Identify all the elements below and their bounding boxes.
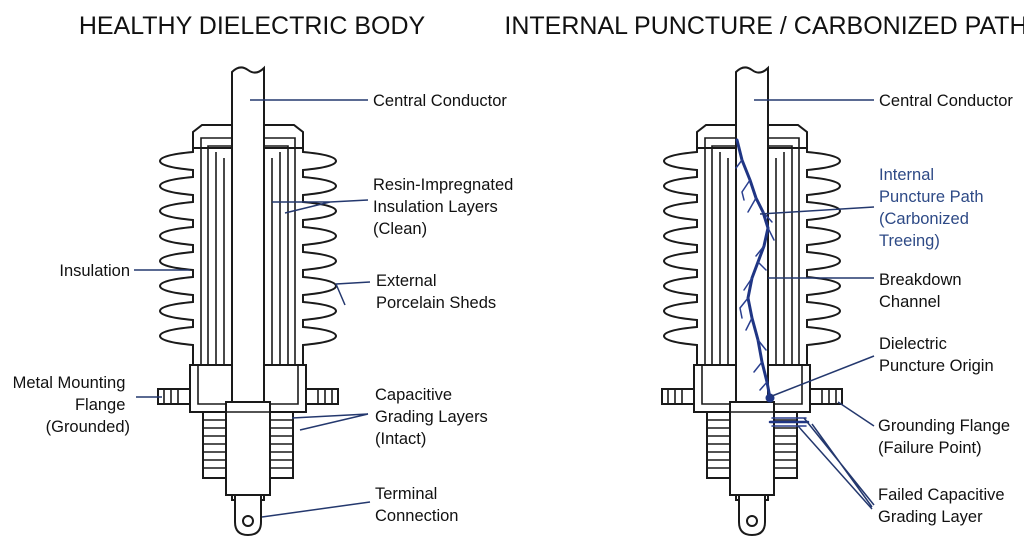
failed-panel: INTERNAL PUNCTURE / CARBONIZED PATH Cent… (504, 12, 1024, 536)
leader-lines-healthy (134, 99, 371, 518)
puncture-path (735, 138, 810, 427)
label-porcelain-sheds: External Porcelain Sheds (376, 272, 496, 312)
label-grounding-flange: Grounding Flange (Failure Point) (878, 417, 1015, 457)
leader-lines-failed (754, 99, 875, 510)
label-central-conductor: Central Conductor (373, 92, 507, 110)
healthy-panel: HEALTHY DIELECTRIC BODY Central Conducto… (13, 12, 518, 536)
label-insulation: Insulation (59, 262, 130, 280)
failed-bushing (661, 66, 843, 536)
healthy-bushing (157, 66, 339, 536)
label-grading-layers: Capacitive Grading Layers (Intact) (375, 386, 492, 448)
label-breakdown-channel: Breakdown Channel (879, 271, 966, 311)
label-puncture-origin: Dielectric Puncture Origin (879, 335, 994, 375)
label-terminal-connection: Terminal Connection (375, 485, 458, 525)
label-mounting-flange: Metal Mounting Flange (Grounded) (13, 374, 130, 436)
failed-title: INTERNAL PUNCTURE / CARBONIZED PATH (504, 12, 1024, 40)
label-puncture-path: Internal Puncture Path (Carbonized Treei… (879, 166, 988, 250)
label-insulation-layers: Resin-Impregnated Insulation Layers (Cle… (373, 176, 518, 238)
label-central-conductor-failed: Central Conductor (879, 92, 1013, 110)
label-failed-grading: Failed Capacitive Grading Layer (878, 486, 1009, 526)
healthy-title: HEALTHY DIELECTRIC BODY (79, 12, 426, 40)
